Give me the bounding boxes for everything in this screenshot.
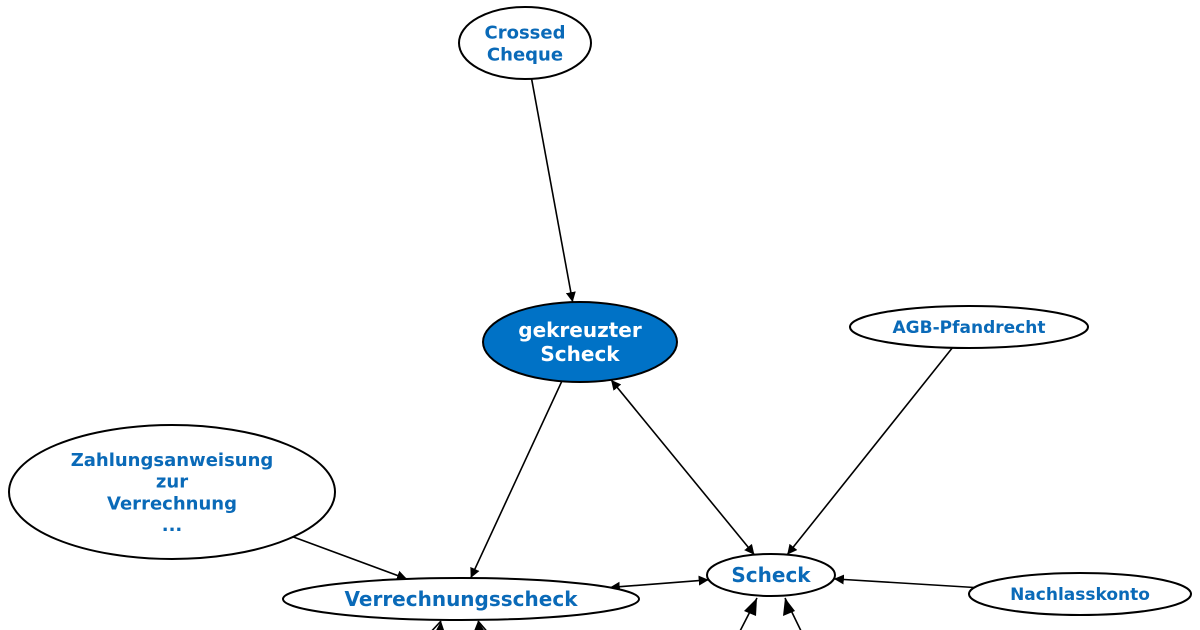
edges — [292, 78, 975, 592]
node-nachlasskonto[interactable]: Nachlasskonto — [968, 572, 1192, 616]
cropped-arrowhead — [436, 621, 444, 630]
node-label: Scheck — [731, 563, 811, 587]
node-ellipse — [706, 553, 836, 597]
node-label: AGB-Pfandrecht — [893, 318, 1046, 338]
node-label: Zahlungsanweisung — [71, 450, 274, 471]
edge-zahlungsanweisung-to-verrechnungsscheck — [292, 536, 408, 581]
node-label: zur — [156, 472, 188, 493]
edge-gekreuzter-scheck-to-verrechnungsscheck — [469, 380, 563, 579]
node-ellipse — [849, 305, 1089, 349]
node-scheck[interactable]: Scheck — [706, 553, 836, 597]
node-label: Verrechnung — [107, 493, 237, 514]
node-label: Scheck — [540, 342, 620, 366]
node-label: Crossed — [485, 23, 566, 44]
cropped-edge — [477, 620, 487, 630]
node-agb-pfandrecht[interactable]: AGB-Pfandrecht — [849, 305, 1089, 349]
node-ellipse — [968, 572, 1192, 616]
edge-agb-pfandrecht-to-scheck — [786, 347, 954, 556]
node-zahlungsanweisung[interactable]: ZahlungsanweisungzurVerrechnung... — [8, 424, 336, 560]
edge-crossed-cheque-to-gekreuzter-scheck — [530, 78, 576, 303]
edge-verrechnungsscheck-to-scheck — [609, 575, 709, 592]
cropped-arrowhead — [783, 598, 795, 616]
node-label: Verrechnungsscheck — [345, 587, 579, 611]
node-ellipse — [282, 577, 640, 621]
cropped-edges — [431, 597, 802, 630]
edge-nachlasskonto-to-scheck — [833, 574, 975, 589]
node-ellipse — [8, 424, 336, 560]
node-label: gekreuzter — [518, 318, 642, 342]
node-ellipse — [458, 6, 592, 80]
node-ellipse — [482, 301, 678, 383]
node-label: Nachlasskonto — [1010, 585, 1150, 605]
cropped-arrowhead — [744, 598, 757, 616]
node-verrechnungsscheck[interactable]: Verrechnungsscheck — [282, 577, 640, 621]
node-label: ... — [162, 515, 183, 536]
cropped-arrowhead — [474, 621, 484, 630]
cropped-edge — [431, 620, 442, 630]
node-label: Cheque — [487, 44, 563, 65]
edge-gekreuzter-scheck-to-scheck — [610, 379, 755, 556]
nodes: CrossedChequegekreuzterScheckAGB-Pfandre… — [8, 6, 1192, 621]
